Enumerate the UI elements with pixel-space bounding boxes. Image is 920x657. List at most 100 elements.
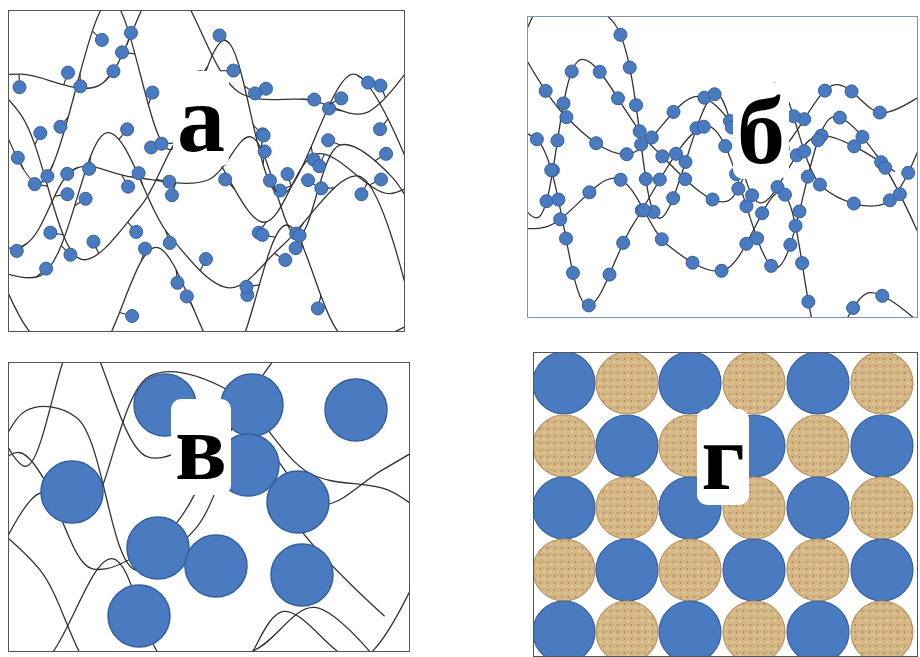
pendant-group [335, 92, 348, 105]
chain-group [635, 138, 648, 151]
pendant-group [34, 127, 47, 140]
pendant-group [125, 26, 138, 39]
chain-group [732, 182, 745, 195]
chain-group [566, 266, 579, 279]
pendant-group [44, 226, 57, 239]
pendant-group [155, 137, 168, 150]
pendant-group [263, 174, 276, 187]
chain-group [876, 289, 889, 302]
chain-group [551, 134, 564, 147]
chain-group [789, 219, 802, 232]
pendant-group [79, 192, 92, 205]
pendant-group [126, 309, 139, 322]
chain-group [818, 84, 831, 97]
pendant-group [61, 188, 74, 201]
pendant-group [375, 173, 388, 186]
pendant-group [87, 235, 100, 248]
pendant-group [293, 229, 306, 242]
blue-particle [851, 415, 913, 477]
polymer-chain [528, 59, 917, 218]
sand-particle [596, 601, 658, 656]
chain-group [590, 137, 603, 150]
figure-panel: в [8, 362, 410, 652]
blue-particle [787, 477, 849, 539]
pendant-group [281, 168, 294, 181]
chain-group [552, 193, 565, 206]
pendant-group [373, 123, 386, 136]
chain-group [856, 130, 869, 143]
pendant-group [163, 175, 176, 188]
figure-panel: а [8, 10, 405, 332]
chain-group [540, 195, 553, 208]
chain-group [656, 150, 669, 163]
sand-particle [851, 353, 913, 414]
chain-group [793, 205, 806, 218]
blue-particle [659, 353, 721, 414]
chain-group [740, 237, 753, 250]
panel-art [534, 353, 913, 656]
panel-letter: г [697, 409, 749, 505]
chain-group [559, 232, 572, 245]
pendant-group [302, 174, 315, 187]
pendant-group [279, 253, 292, 266]
sand-particle [851, 601, 913, 656]
chain-group [669, 147, 682, 160]
chain-group [633, 125, 646, 138]
chain-group [833, 111, 846, 124]
chain-group [545, 164, 558, 177]
chain-group [812, 134, 825, 147]
pendant-group [95, 33, 108, 46]
chain-group [603, 268, 616, 281]
filler-particle [325, 379, 387, 441]
panel-letter: б [733, 83, 789, 179]
chain-group [653, 173, 666, 186]
chain-group [530, 133, 543, 146]
sand-particle [534, 415, 595, 477]
blue-particle [723, 539, 785, 601]
pendant-group [61, 167, 74, 180]
pendant-group [171, 276, 184, 289]
chain-group [593, 65, 606, 78]
pendant-group [322, 134, 335, 147]
sand-particle [723, 353, 785, 414]
sand-particle [787, 415, 849, 477]
sand-particle [596, 477, 658, 539]
chain-group [617, 236, 630, 249]
polymer-chain [9, 505, 409, 651]
chain-group [879, 161, 892, 174]
chain-group [740, 200, 753, 213]
chain-group [697, 120, 710, 133]
chain-group [637, 204, 650, 217]
chain-group [873, 106, 886, 119]
pendant-group [323, 102, 336, 115]
blue-particle [787, 353, 849, 414]
pendant-group [315, 182, 328, 195]
filler-particle [41, 461, 103, 523]
chain-group [539, 84, 552, 97]
blue-particle [659, 601, 721, 656]
sand-particle [851, 477, 913, 539]
filler-particle [271, 544, 333, 606]
chain-group [847, 301, 860, 314]
pendant-group [180, 290, 193, 303]
pendant-group [10, 244, 23, 257]
chain-group [801, 170, 814, 183]
chain-group [756, 207, 769, 220]
chain-group [796, 257, 809, 270]
pendant-group [257, 129, 270, 142]
pendant-group [380, 147, 393, 160]
pendant-group [139, 242, 152, 255]
pendant-group [62, 66, 75, 79]
chain-group [847, 197, 860, 210]
polymer-chain [9, 372, 409, 523]
chain-group [845, 85, 858, 98]
panel-art [9, 363, 409, 651]
chain-group [706, 193, 719, 206]
filler-particle [185, 535, 247, 597]
polymer-chain [9, 63, 404, 260]
pendant-group [258, 145, 271, 158]
chain-group [719, 140, 732, 153]
figure-panel: б [527, 16, 918, 318]
pendant-group [311, 302, 324, 315]
chain-group [614, 173, 627, 186]
